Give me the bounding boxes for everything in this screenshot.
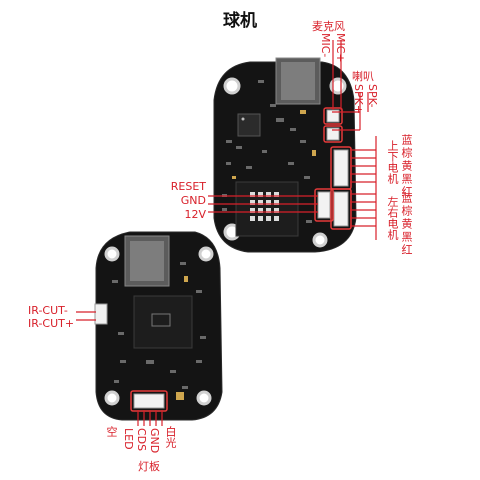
updown-color-4: 黑 — [400, 173, 413, 184]
bottom-pcb — [94, 231, 223, 421]
reset-label: RESET — [170, 180, 206, 193]
ir-cut-plus-label: IR-CUT+ — [28, 317, 75, 330]
gnd-label: GND — [180, 194, 206, 207]
leftright-color-1: 蓝 — [400, 192, 413, 203]
top-leader-lines — [208, 40, 377, 240]
light-board-label: 灯板 — [138, 460, 160, 473]
pin-cds-label: CDS — [135, 428, 148, 452]
pin-empty-label: 空 — [105, 426, 118, 437]
updown-motor-label: 上下电机 — [386, 140, 399, 184]
speaker-label: 喇叭 — [352, 70, 374, 83]
updown-color-5: 红 — [400, 186, 413, 197]
leftright-color-5: 红 — [400, 244, 413, 255]
updown-color-2: 棕 — [400, 147, 413, 158]
ir-cut-minus-label: IR-CUT- — [28, 304, 68, 317]
12v-label: 12V — [184, 208, 206, 221]
leftright-color-4: 黑 — [400, 231, 413, 242]
mic-label: 麦克风 — [312, 20, 345, 33]
page-title: 球机 — [223, 11, 257, 31]
mic-minus-label: MIC- — [319, 33, 332, 58]
updown-color-3: 黄 — [400, 160, 413, 171]
leftright-motor-label: 左右电机 — [386, 196, 399, 240]
pin-led-label: LED — [122, 428, 135, 450]
mic-plus-label: MIC+ — [334, 33, 347, 63]
spk-minus-label: SPK- — [366, 84, 379, 108]
updown-color-1: 蓝 — [400, 134, 413, 145]
top-pcb — [213, 57, 357, 253]
pin-gnd-label: GND — [148, 428, 161, 454]
bottom-leader-lines — [76, 311, 163, 426]
leftright-color-2: 棕 — [400, 205, 413, 216]
leftright-color-3: 黄 — [400, 218, 413, 229]
pin-white-light-label: 白光 — [164, 426, 177, 448]
spk-plus-label: SPK+ — [352, 84, 365, 115]
